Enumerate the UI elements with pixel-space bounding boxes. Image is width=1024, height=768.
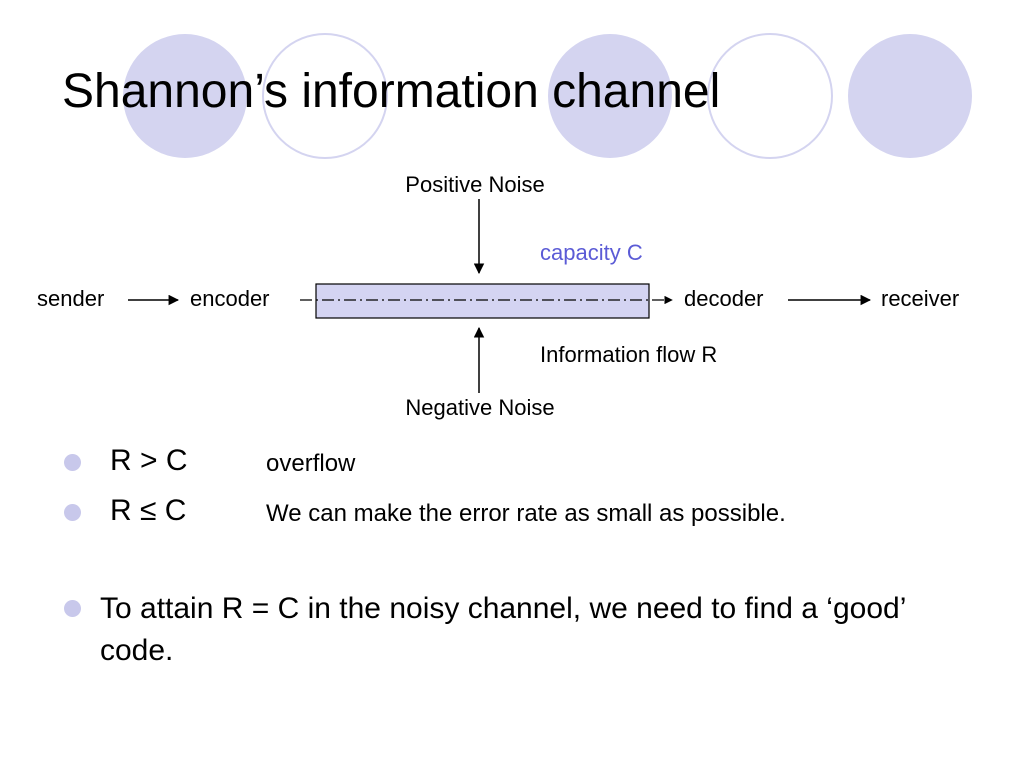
receiver-label: receiver [881, 286, 959, 311]
deco-circle-outline-2 [707, 33, 833, 159]
channel-box [315, 283, 650, 319]
deco-circle-filled-3 [848, 34, 972, 158]
negative-noise-label: Negative Noise [405, 395, 554, 420]
deco-circle-filled-2 [548, 34, 672, 158]
slide-title: Shannon’s information channel [62, 65, 721, 118]
bullet-marker [64, 504, 81, 521]
deco-circle-outline-1 [262, 33, 388, 159]
encoder-label: encoder [190, 286, 270, 311]
bullet-description: We can make the error rate as small as p… [266, 500, 786, 527]
sender-label: sender [37, 286, 104, 311]
bullet-description: overflow [266, 450, 356, 477]
bullet-formula: R ≤ C [110, 494, 187, 527]
capacity-label: capacity C [540, 240, 643, 265]
information-flow-label: Information flow R [540, 342, 717, 367]
positive-noise-label: Positive Noise [405, 172, 544, 197]
bullet-text: To attain R = C in the noisy channel, we… [100, 592, 906, 667]
decoder-label: decoder [684, 286, 764, 311]
bullet-formula: R > C [110, 444, 188, 477]
bullet-marker [64, 454, 81, 471]
deco-circle-filled-1 [123, 34, 247, 158]
bullet-marker [64, 600, 81, 617]
